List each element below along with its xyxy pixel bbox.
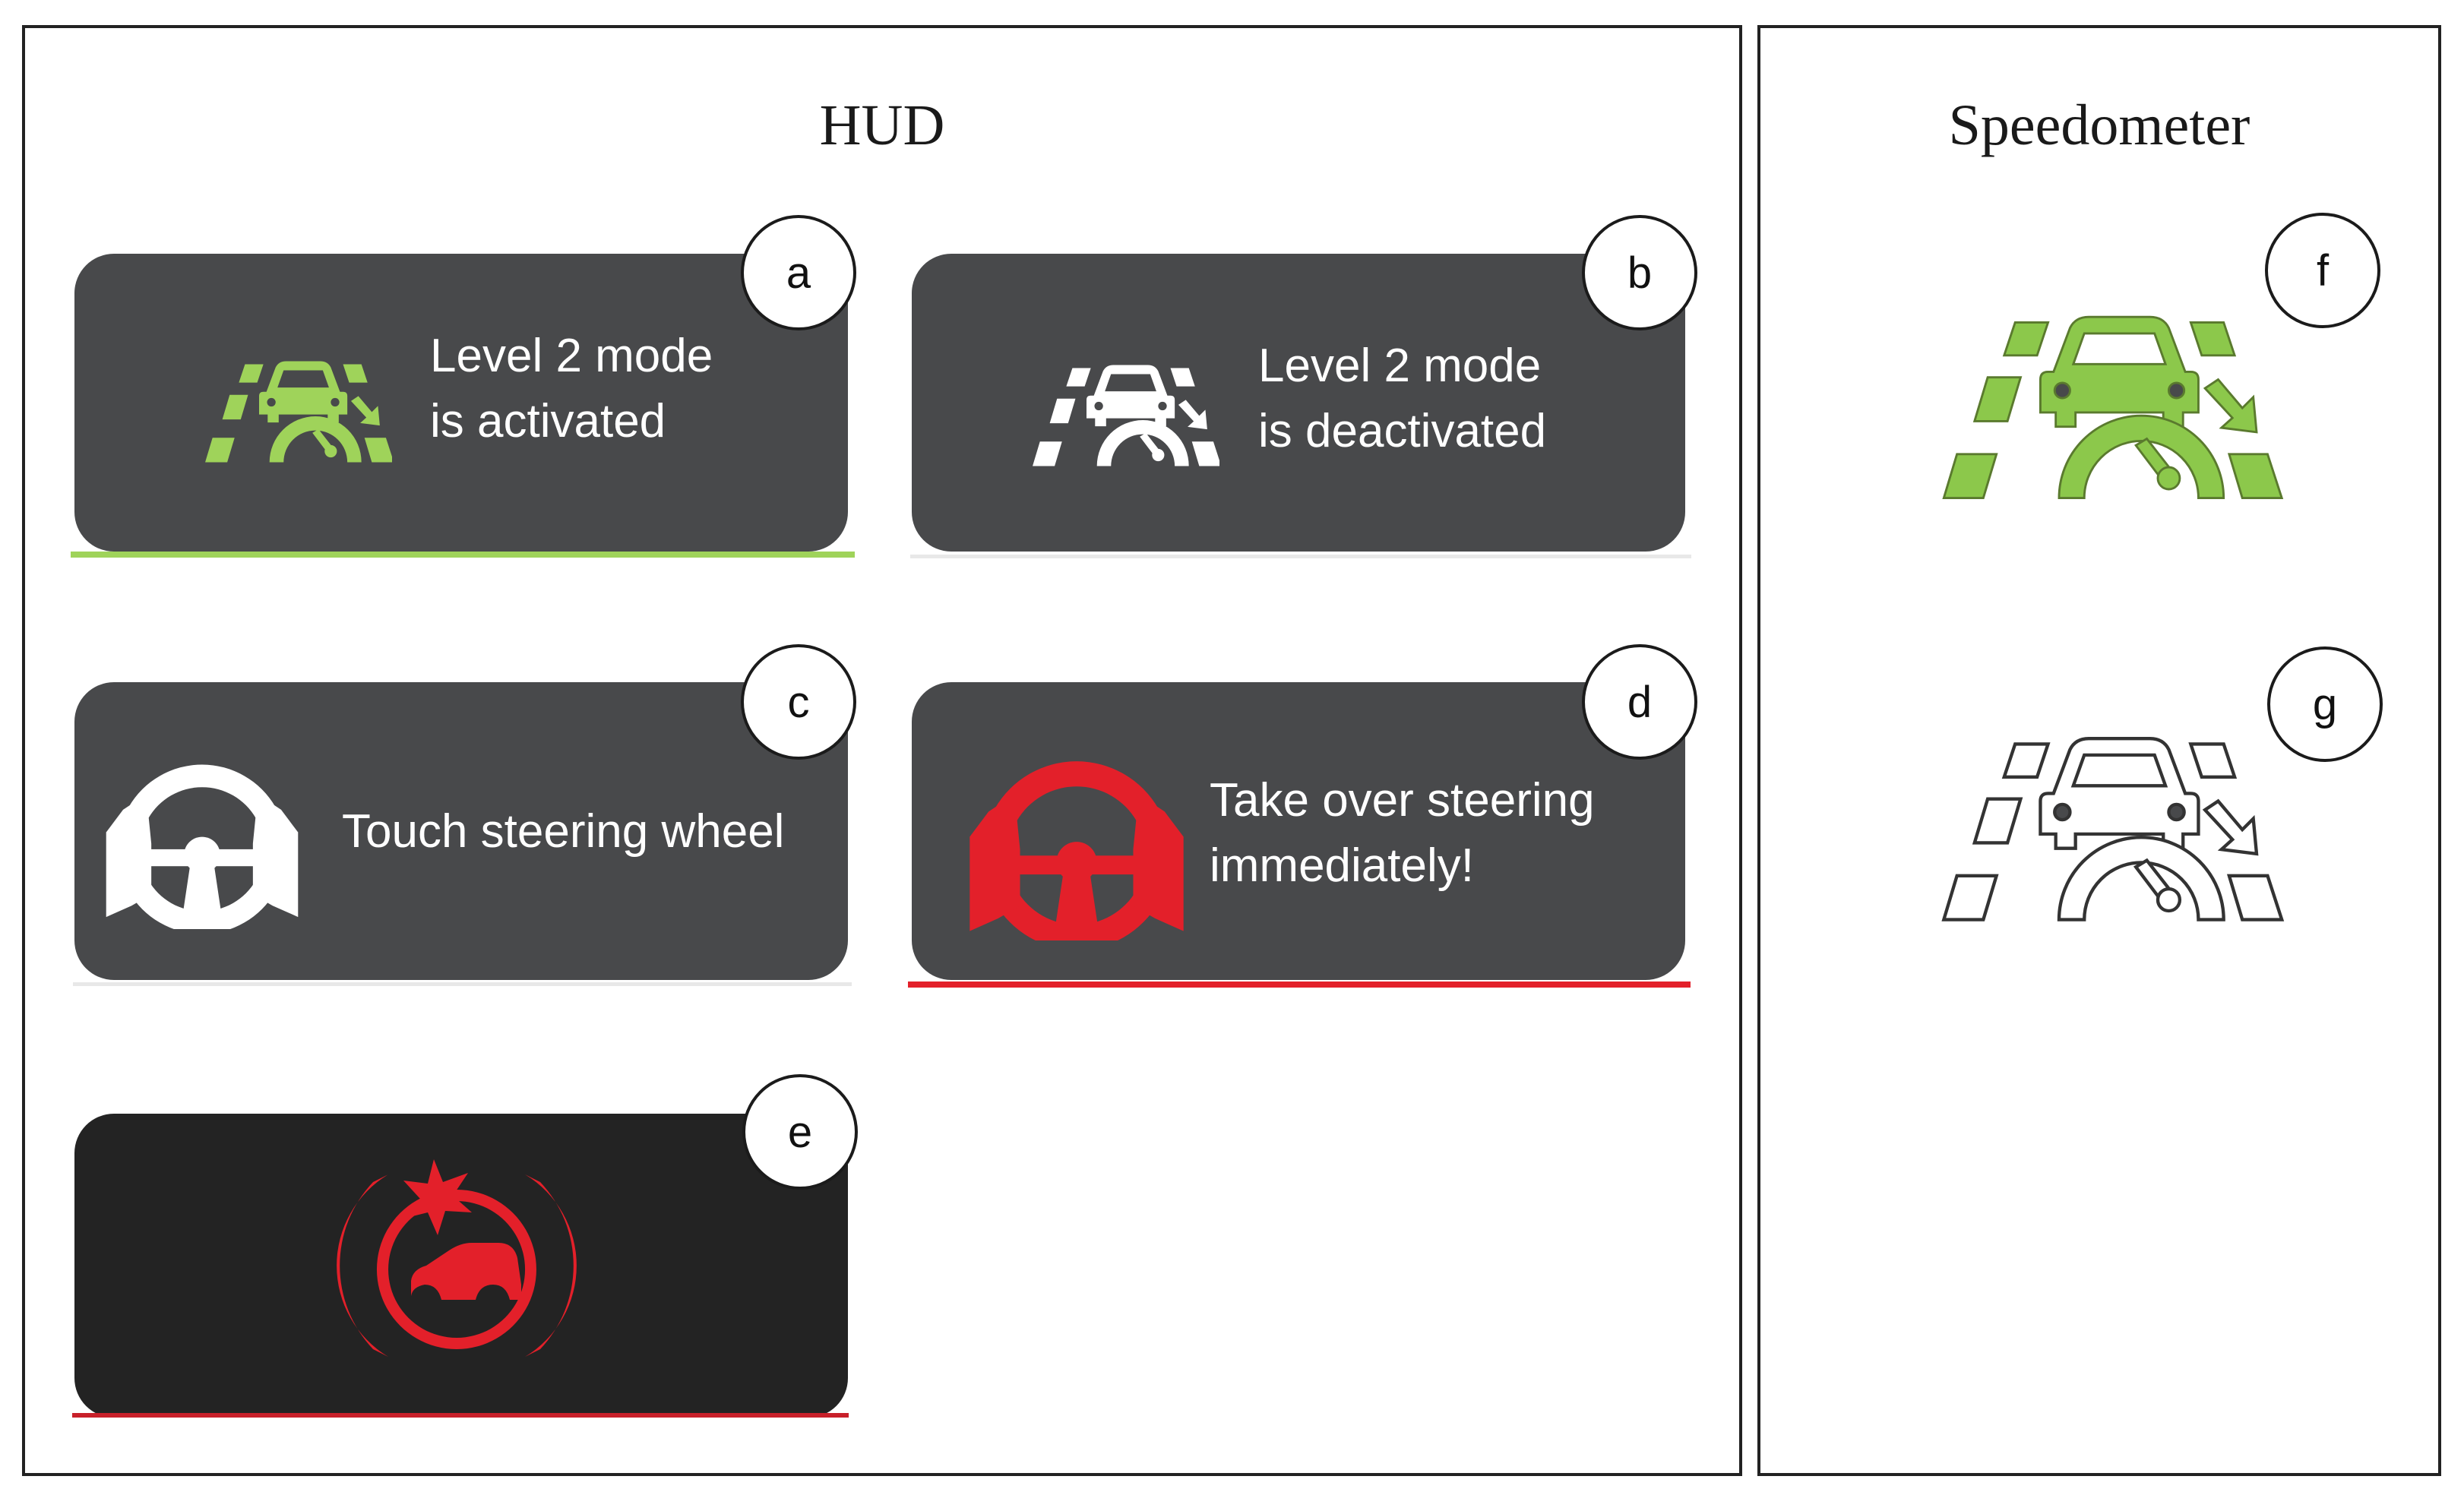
label-b: b: [1582, 215, 1697, 330]
lane-car-speed-icon: [205, 361, 392, 463]
label-e: e: [742, 1074, 858, 1190]
lane-car-speed-icon-outline: [1911, 733, 2306, 931]
card-level2-activated: Level 2 mode is activated: [74, 254, 848, 552]
label-c: c: [741, 644, 856, 760]
label-d: d: [1582, 644, 1697, 760]
label-g: g: [2267, 646, 2383, 762]
hud-panel: HUD: [22, 25, 1742, 1476]
hud-title: HUD: [819, 93, 945, 157]
card-e-underline: [72, 1413, 849, 1418]
card-a-underline: [71, 552, 855, 558]
lane-car-speed-icon-green: [1942, 315, 2283, 499]
card-touch-steering: Touch steering wheel: [74, 682, 848, 980]
label-f: f: [2265, 213, 2380, 328]
hands-on-steering-wheel-icon: [969, 761, 1184, 940]
card-c-underline: [73, 982, 852, 986]
lane-car-speed-icon: [1033, 365, 1219, 466]
speedometer-title: Speedometer: [1948, 93, 2250, 157]
card-b-text: Level 2 mode is deactivated: [1258, 340, 1547, 457]
card-d-underline: [908, 981, 1691, 988]
speedometer-panel: Speedometer: [1757, 25, 2441, 1476]
card-a-text: Level 2 mode is activated: [430, 330, 713, 447]
card-d-text: Take over steering immediately!: [1210, 774, 1595, 892]
card-collision-warning: [74, 1114, 848, 1418]
hands-on-steering-wheel-icon: [106, 764, 299, 929]
label-a: a: [741, 215, 856, 330]
card-b-underline: [910, 555, 1691, 558]
collision-warning-icon: [337, 1159, 577, 1357]
card-level2-deactivated: Level 2 mode is deactivated: [912, 254, 1685, 552]
card-c-text: Touch steering wheel: [342, 805, 785, 858]
card-take-over: Take over steering immediately!: [912, 682, 1685, 980]
